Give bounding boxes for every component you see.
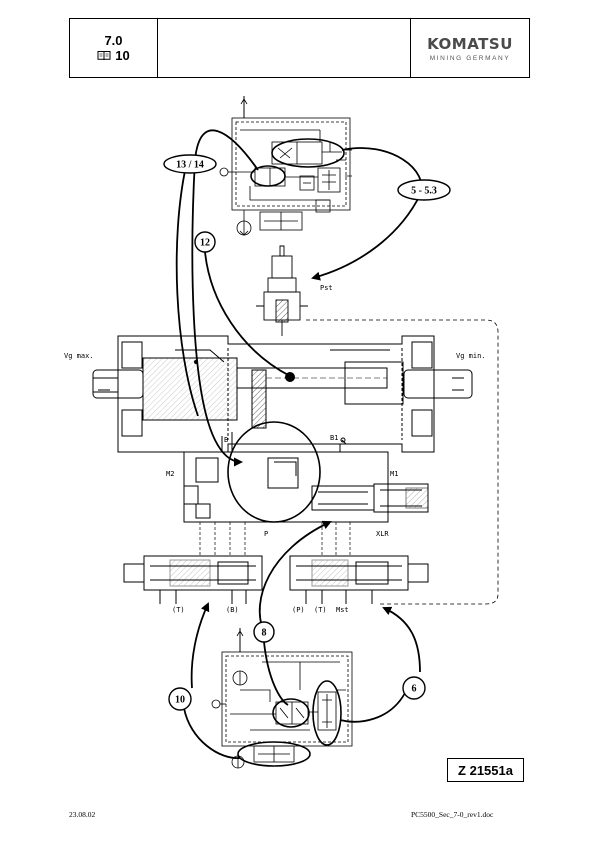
page-reference: 10 <box>97 48 130 63</box>
label-pst: Pst <box>320 284 333 292</box>
label-mst: Mst <box>336 606 349 614</box>
logo-subtitle: MINING GERMANY <box>429 54 511 62</box>
label-m1: M1 <box>390 470 398 478</box>
footer-date: 23.08.02 <box>69 810 96 819</box>
lower-left-valve <box>123 555 263 604</box>
callout-6: 6 <box>402 676 426 700</box>
label-t-right: (T) <box>314 606 327 614</box>
pilot-line <box>306 319 499 605</box>
book-icon <box>97 51 111 61</box>
section-cell: 7.0 10 <box>70 19 158 77</box>
pressure-valve <box>256 245 308 336</box>
footer-filename: PC5500_Sec_7-0_rev1.doc <box>411 810 494 819</box>
brand-cell: KOMATSU MINING GERMANY <box>411 19 529 77</box>
highlight-valve-5 <box>271 138 345 168</box>
callout-13-14: 13 / 14 <box>163 154 217 174</box>
control-valve-block <box>183 432 429 523</box>
label-m2: M2 <box>166 470 174 478</box>
svg-text:8: 8 <box>262 628 267 639</box>
highlight-valve-8 <box>272 698 310 728</box>
label-b: B <box>224 436 228 444</box>
svg-text:10: 10 <box>175 695 185 706</box>
label-xlr: XLR <box>376 530 389 538</box>
lower-right-valve <box>289 555 429 604</box>
callout-8: 8 <box>253 621 275 643</box>
svg-text:12: 12 <box>200 238 210 249</box>
callout-5-5-3: 5 - 5.3 <box>397 179 451 201</box>
servo-cylinder <box>92 335 473 453</box>
svg-text:13 / 14: 13 / 14 <box>176 160 204 171</box>
connection-lines <box>199 522 351 556</box>
label-vg-min: Vg min. <box>456 352 486 360</box>
header-title-cell <box>158 19 411 77</box>
svg-text:5 - 5.3: 5 - 5.3 <box>411 186 437 197</box>
label-b1: B1 <box>330 434 338 442</box>
callout-12: 12 <box>194 231 216 253</box>
label-vg-max: Vg max. <box>64 352 94 360</box>
highlight-valve-13-14 <box>250 165 286 187</box>
highlight-valve-6 <box>312 680 342 746</box>
label-p: P <box>264 530 268 538</box>
label-p-right: (P) <box>292 606 305 614</box>
page-number: 10 <box>115 48 130 63</box>
figure-id: Z 21551a <box>447 758 524 782</box>
callout-10: 10 <box>168 687 192 711</box>
top-schematic <box>219 96 352 236</box>
highlight-valve-10 <box>237 741 311 767</box>
pivot-point <box>285 372 295 382</box>
section-number: 7.0 <box>104 33 123 48</box>
label-t-left: (T) <box>172 606 185 614</box>
page-header: 7.0 10 KOMATSU MINING GERMANY <box>69 18 530 78</box>
komatsu-logo: KOMATSU <box>427 34 513 53</box>
svg-text:6: 6 <box>412 684 417 695</box>
highlight-valve-block <box>227 421 321 523</box>
label-b-left: (B) <box>226 606 239 614</box>
